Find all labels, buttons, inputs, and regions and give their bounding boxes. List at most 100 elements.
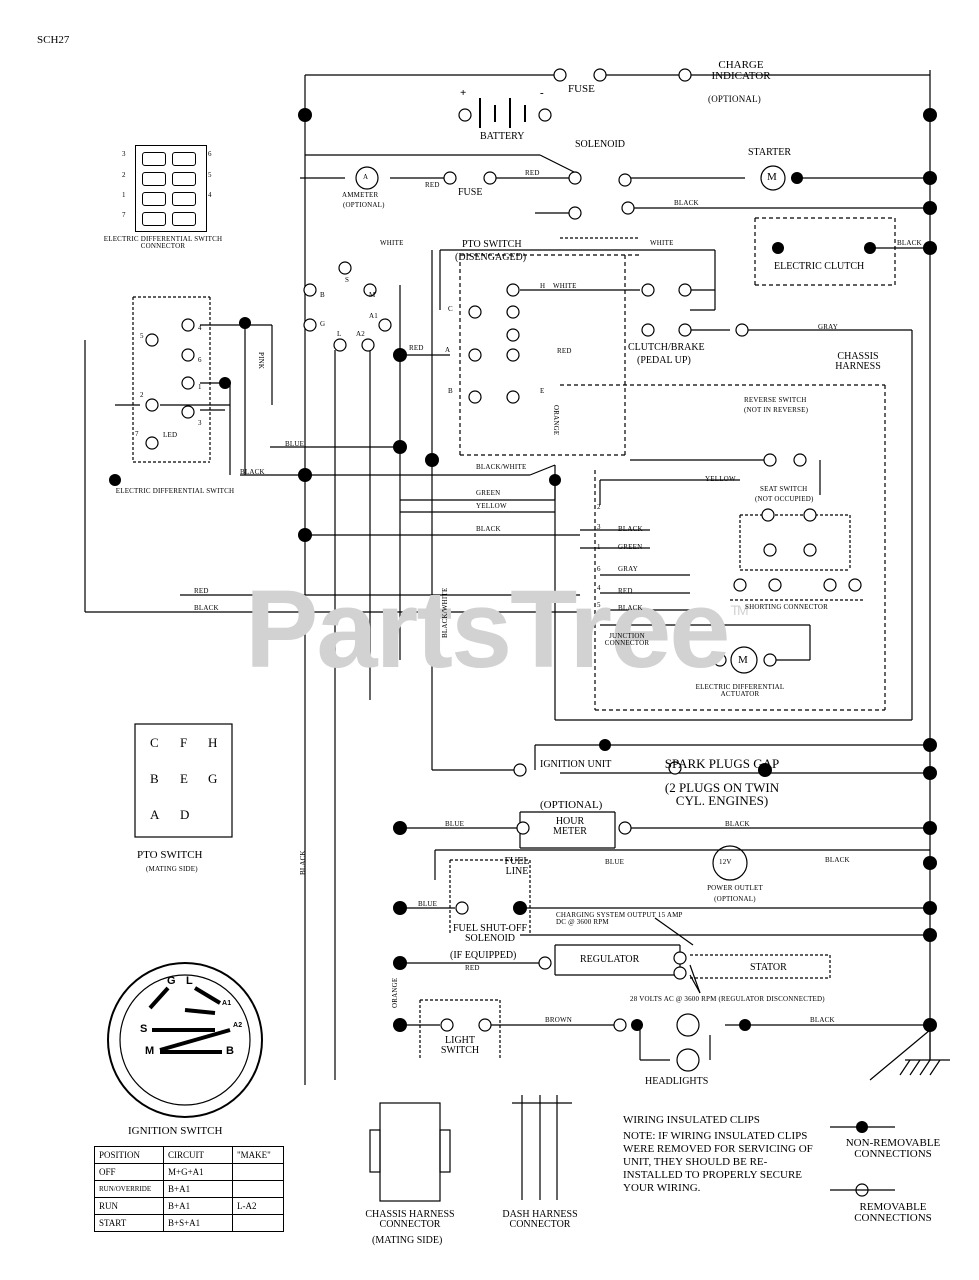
table-cell: M+G+A1 bbox=[163, 1163, 233, 1181]
connector-slot bbox=[172, 152, 196, 166]
ignition-table: POSITION CIRCUIT "MAKE" OFF M+G+A1 RUN/O… bbox=[94, 1146, 284, 1232]
ign-terminal-b: B bbox=[226, 1045, 234, 1057]
stator-arrows bbox=[654, 917, 701, 994]
regulator-label: REGULATOR bbox=[580, 954, 640, 965]
connector-slot bbox=[172, 172, 196, 186]
charging-note: CHARGING SYSTEM OUTPUT 15 AMP DC @ 3600 … bbox=[556, 911, 683, 926]
wire-gray-1: GRAY bbox=[818, 323, 838, 331]
pto-contact-g: G bbox=[320, 320, 326, 328]
fuel-shutoff-label: FUEL SHUT-OFF SOLENOID bbox=[453, 923, 527, 944]
chassis-harness-connector-label: CHASSIS HARNESS CONNECTOR bbox=[365, 1209, 455, 1230]
wire-black-light: BLACK bbox=[810, 1016, 835, 1024]
wire-orange-vert: ORANGE bbox=[552, 405, 560, 436]
table-cell: L-A2 bbox=[232, 1197, 284, 1215]
wire-yellow-h: YELLOW bbox=[476, 502, 507, 510]
pto-contact-a2: A2 bbox=[356, 330, 365, 338]
diff-switch-connector-label: ELECTRIC DIFFERENTIAL SWITCH CONNECTOR bbox=[103, 235, 223, 250]
watermark-text: PartsTree bbox=[245, 568, 730, 691]
table-cell: B+A1 bbox=[163, 1197, 233, 1215]
pto-letter-c: C bbox=[448, 305, 453, 313]
diff-pin-6: 6 bbox=[208, 150, 212, 158]
junction-connector-label: JUNCTION CONNECTOR bbox=[604, 632, 650, 647]
junction-pin-6: 6 bbox=[597, 565, 601, 573]
diff-pin-7: 7 bbox=[122, 211, 126, 219]
electric-clutch-label: ELECTRIC CLUTCH bbox=[774, 261, 865, 272]
wire-red-pto: RED bbox=[409, 344, 424, 352]
table-header: CIRCUIT bbox=[163, 1146, 233, 1164]
junction-pin-3: 3 bbox=[597, 523, 601, 531]
table-header: POSITION bbox=[94, 1146, 164, 1164]
table-cell: B+A1 bbox=[163, 1180, 233, 1198]
wire-pink-vert: PINK bbox=[257, 352, 265, 370]
stator-note: 28 VOLTS AC @ 3600 RPM (REGULATOR DISCON… bbox=[630, 995, 825, 1003]
clips-note: NOTE: IF WIRING INSULATED CLIPS WERE REM… bbox=[623, 1130, 813, 1194]
wire-red-2: RED bbox=[525, 169, 540, 177]
wire-blue-hm: BLUE bbox=[445, 820, 465, 828]
battery-symbol bbox=[479, 98, 526, 128]
ign-terminal-m: M bbox=[145, 1045, 155, 1057]
chassis-mating-side: (MATING SIDE) bbox=[372, 1235, 443, 1246]
pto-switch-mating-label: PTO SWITCH bbox=[137, 849, 203, 861]
headlights-label: HEADLIGHTS bbox=[645, 1076, 709, 1087]
bus-lines bbox=[84, 70, 950, 1085]
wire-red-j4: RED bbox=[618, 587, 633, 595]
ammeter-label: AMMETER bbox=[342, 191, 379, 199]
wire-blue-1: BLUE bbox=[285, 440, 305, 448]
wire-black-j5: BLACK bbox=[618, 604, 643, 612]
chassis-harness-label: CHASSIS HARNESS bbox=[835, 351, 881, 372]
table-row: START B+S+A1 bbox=[94, 1214, 284, 1232]
wire-green-j1: GREEN bbox=[618, 543, 643, 551]
ignition-switch-label: IGNITION SWITCH bbox=[128, 1125, 223, 1137]
non-removable-dots bbox=[109, 108, 937, 1133]
spark-plugs-note: (2 PLUGS ON TWIN CYL. ENGINES) bbox=[664, 780, 780, 808]
wire-black-po: BLACK bbox=[825, 856, 850, 864]
fuse-mid-label: FUSE bbox=[458, 187, 483, 198]
reverse-switch-label: REVERSE SWITCH bbox=[744, 396, 807, 404]
hour-meter-label: HOUR METER bbox=[553, 816, 587, 837]
table-row: OFF M+G+A1 bbox=[94, 1163, 284, 1181]
wire-black-clutch: BLACK bbox=[897, 239, 922, 247]
outlet-symbol: 12V bbox=[719, 858, 732, 866]
table-cell bbox=[232, 1214, 284, 1232]
clips-title: WIRING INSULATED CLIPS bbox=[623, 1114, 760, 1126]
pto-contact-a1: A1 bbox=[369, 312, 378, 320]
pto-contact-l: L bbox=[337, 330, 342, 338]
switch-pin-6: 6 bbox=[198, 356, 202, 364]
table-cell: START bbox=[94, 1214, 164, 1232]
diff-pin-3: 3 bbox=[122, 150, 126, 158]
legend-lines bbox=[830, 1126, 895, 1191]
junction-pin-2: 2 bbox=[597, 503, 601, 511]
pto-mating-b: B bbox=[150, 771, 159, 786]
ign-terminal-l: L bbox=[186, 975, 193, 987]
pto-mating-d: D bbox=[180, 807, 190, 822]
fuel-line-label: FUEL LINE bbox=[504, 856, 530, 877]
ign-terminal-g: G bbox=[167, 975, 176, 987]
wire-yellow-seat: YELLOW bbox=[705, 475, 736, 483]
table-row: RUN B+A1 L-A2 bbox=[94, 1197, 284, 1215]
connector-slot bbox=[172, 212, 196, 226]
ignition-unit-label: IGNITION UNIT bbox=[540, 759, 612, 770]
pto-mating-h: H bbox=[208, 735, 218, 750]
dash-harness-connector-label: DASH HARNESS CONNECTOR bbox=[502, 1209, 578, 1230]
wire-black-hm: BLACK bbox=[725, 820, 750, 828]
switch-pin-4: 4 bbox=[198, 324, 202, 332]
wire-red-1: RED bbox=[425, 181, 440, 189]
connector-slot bbox=[172, 192, 196, 206]
wire-red-h: RED bbox=[194, 587, 209, 595]
removable-circles bbox=[145, 68, 869, 1197]
diff-pin-4: 4 bbox=[208, 191, 212, 199]
ign-terminal-a2: A2 bbox=[233, 1022, 243, 1029]
connector-slot bbox=[142, 212, 166, 226]
actuator-symbol: M bbox=[738, 654, 748, 666]
ammeter-optional: (OPTIONAL) bbox=[343, 201, 385, 209]
wire-black-2: BLACK bbox=[240, 468, 265, 476]
if-equipped-label: (IF EQUIPPED) bbox=[450, 950, 517, 961]
power-outlet-label: POWER OUTLET bbox=[707, 884, 763, 892]
junction-pin-1: 1 bbox=[597, 543, 601, 551]
pto-mating-box bbox=[134, 723, 233, 838]
pto-contact-b: B bbox=[320, 291, 325, 299]
ammeter-symbol: A bbox=[363, 173, 369, 181]
pto-switch-label: PTO SWITCH bbox=[462, 239, 522, 250]
wire-white-1: WHITE bbox=[380, 239, 404, 247]
